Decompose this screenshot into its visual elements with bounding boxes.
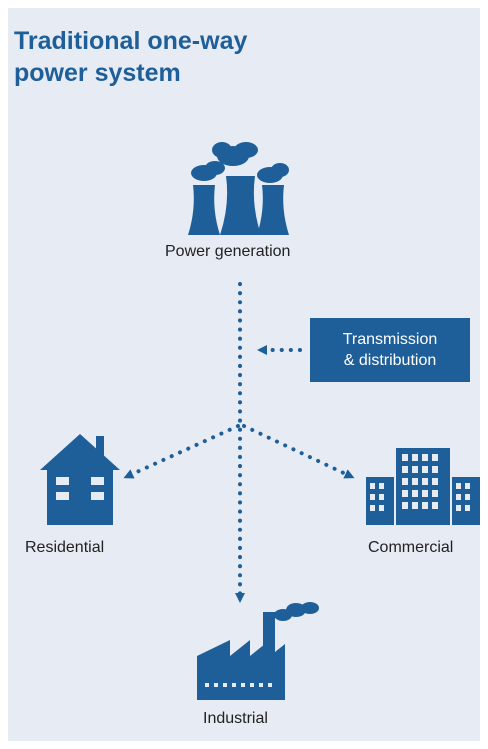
power-generation-label: Power generation [165, 243, 291, 260]
transmission-label-line-1: Transmission [342, 331, 438, 348]
commercial-label: Commercial [368, 539, 454, 556]
residential-arrow [123, 424, 240, 479]
factory-icon [197, 602, 319, 700]
power-plant-icon [188, 142, 289, 235]
commercial-arrow [242, 424, 355, 479]
industrial-label: Industrial [203, 710, 268, 727]
transmission-box [310, 318, 470, 382]
title-line-2: power system [14, 59, 181, 87]
house-icon [40, 434, 120, 525]
office-buildings-icon [366, 448, 480, 525]
page-title: Traditional one-way power system [14, 25, 247, 89]
title-line-1: Traditional one-way [14, 27, 248, 55]
residential-label: Residential [25, 539, 105, 556]
transmission-distribution-box: Transmission & distribution [310, 318, 470, 382]
flow-lines [123, 282, 355, 603]
transmission-label-line-2: & distribution [343, 352, 437, 369]
